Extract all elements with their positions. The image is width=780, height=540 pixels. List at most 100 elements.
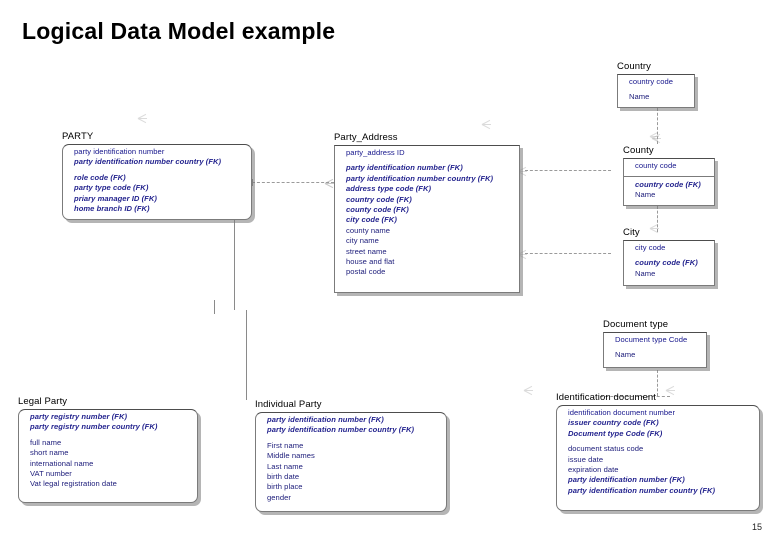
attr-row: Name [615, 350, 636, 360]
entity-country-frame [617, 74, 695, 108]
entity-city-title: City [623, 227, 640, 238]
entity-document-type-attributes: Document type Code Name [603, 332, 707, 364]
entity-party-address-attributes: party_address ID party identification nu… [334, 145, 520, 281]
attr-row: party registry number country (FK) [30, 422, 158, 432]
attr-row: country code (FK) [635, 180, 701, 189]
entity-document-type-title: Document type [603, 319, 669, 330]
attr-row: full name [30, 437, 62, 447]
attr-row: city code (FK) [346, 215, 397, 225]
attr-row: party identification number [74, 147, 165, 156]
crowfoot-identification-doc [666, 384, 675, 395]
attr-row: Name [635, 190, 656, 200]
connector-party-address-to-city [525, 253, 611, 254]
crowfoot-identification-doc-2 [524, 384, 533, 395]
attr-row: county code [635, 161, 677, 170]
attr-row: city code [635, 243, 666, 252]
connector-identification-to-doctype [600, 396, 670, 397]
page-number: 15 [751, 522, 762, 532]
entity-city[interactable]: City city code county code (FK) Name [623, 227, 715, 286]
entity-legal-party[interactable]: Legal Party party registry number (FK) p… [18, 396, 198, 503]
attr-row: identification document number [568, 408, 676, 417]
entity-county[interactable]: County county code country code (FK) Nam… [623, 145, 715, 206]
entity-legal-party-title: Legal Party [18, 396, 68, 407]
attr-row: postal code [346, 267, 386, 277]
entity-country[interactable]: Country country code Name [617, 61, 695, 108]
attr-row: birth place [267, 482, 303, 492]
entity-county-attributes: county code [623, 158, 715, 174]
crowfoot-county-city [650, 222, 659, 233]
entity-individual-party-frame [255, 412, 447, 512]
attr-row: document status code [568, 444, 644, 454]
entity-party-address-title: Party_Address [334, 132, 398, 143]
crowfoot-party-address-top [482, 118, 491, 129]
attr-row: First name [267, 440, 304, 450]
attr-row: Document type Code [615, 335, 688, 344]
entity-identification-document-title: Identification document [556, 392, 656, 403]
attr-row: party identification number country (FK) [346, 173, 494, 183]
crowfoot-county-top [652, 132, 661, 143]
attr-row: party identification number (FK) [346, 163, 463, 173]
attr-row: international name [30, 458, 94, 468]
entity-county-fk-attributes: country code (FK) Name [623, 177, 715, 204]
entity-country-title: Country [617, 61, 651, 72]
attr-row: VAT number [30, 469, 72, 479]
attr-row: party identification number country (FK) [568, 485, 716, 495]
connector-doctype-down [657, 370, 658, 396]
entity-individual-party-attributes: party identification number (FK) party i… [255, 412, 447, 506]
attr-row: city name [346, 236, 379, 246]
attr-row: address type code (FK) [346, 184, 432, 194]
entity-county-frame [623, 158, 715, 206]
entity-document-type-frame [603, 332, 707, 368]
attr-row: Vat legal registration date [30, 479, 117, 489]
entity-identification-document-frame [556, 405, 760, 511]
connector-county-to-city [657, 206, 658, 232]
attr-row: county code (FK) [635, 258, 698, 268]
attr-row: party_address ID [346, 148, 405, 157]
entity-country-attributes: country code Name [617, 74, 695, 106]
entity-individual-party[interactable]: Individual Party party identification nu… [255, 399, 447, 512]
crowfoot-party-address-right-lower [518, 248, 527, 259]
attr-row: gender [267, 492, 291, 502]
crowfoot-party-address [325, 177, 334, 188]
connector-party-to-legal [214, 300, 215, 314]
page-title: Logical Data Model example [22, 18, 336, 44]
attr-row: Document type Code (FK) [568, 428, 663, 438]
connector-party-down-main [234, 218, 235, 310]
connector-tick-party-right [252, 179, 253, 186]
entity-city-frame [623, 240, 715, 286]
attr-row: role code (FK) [74, 172, 126, 182]
connector-party-to-individual [246, 310, 247, 400]
attr-row: party identification number (FK) [568, 475, 685, 485]
attr-row: party identification number (FK) [267, 415, 384, 424]
connector-party-address-to-country [525, 170, 611, 171]
county-pk-divider [623, 176, 715, 177]
entity-identification-document[interactable]: Identification document identification d… [556, 392, 760, 511]
attr-row: Last name [267, 461, 303, 471]
connector-party-to-party-address [252, 182, 334, 183]
attr-row: street name [346, 246, 387, 256]
attr-row: home branch ID (FK) [74, 204, 150, 214]
entity-city-attributes: city code county code (FK) Name [623, 240, 715, 282]
attr-row: party identification number country (FK) [267, 425, 415, 435]
entity-individual-party-title: Individual Party [255, 399, 322, 410]
attr-row: country code (FK) [346, 194, 412, 204]
connector-country-to-county [657, 108, 658, 144]
entity-party-address-frame [334, 145, 520, 293]
entity-legal-party-frame [18, 409, 198, 503]
attr-row: short name [30, 448, 69, 458]
attr-row: Middle names [267, 451, 315, 461]
attr-row: expiration date [568, 465, 619, 475]
attr-row: birth date [267, 472, 300, 482]
attr-row: party registry number (FK) [30, 412, 128, 421]
entity-party-frame [62, 144, 252, 220]
attr-row: house and flat [346, 257, 395, 267]
attr-row: party identification number country (FK) [74, 157, 222, 167]
attr-row: Name [629, 92, 650, 102]
entity-party[interactable]: PARTY party identification number party … [62, 131, 252, 220]
entity-party-attributes: party identification number party identi… [62, 144, 252, 217]
entity-party-address[interactable]: Party_Address party_address ID party ide… [334, 132, 520, 293]
entity-document-type[interactable]: Document type Document type Code Name [603, 319, 707, 368]
attr-row: party type code (FK) [74, 183, 149, 193]
entity-identification-document-attributes: identification document number issuer co… [556, 405, 760, 499]
